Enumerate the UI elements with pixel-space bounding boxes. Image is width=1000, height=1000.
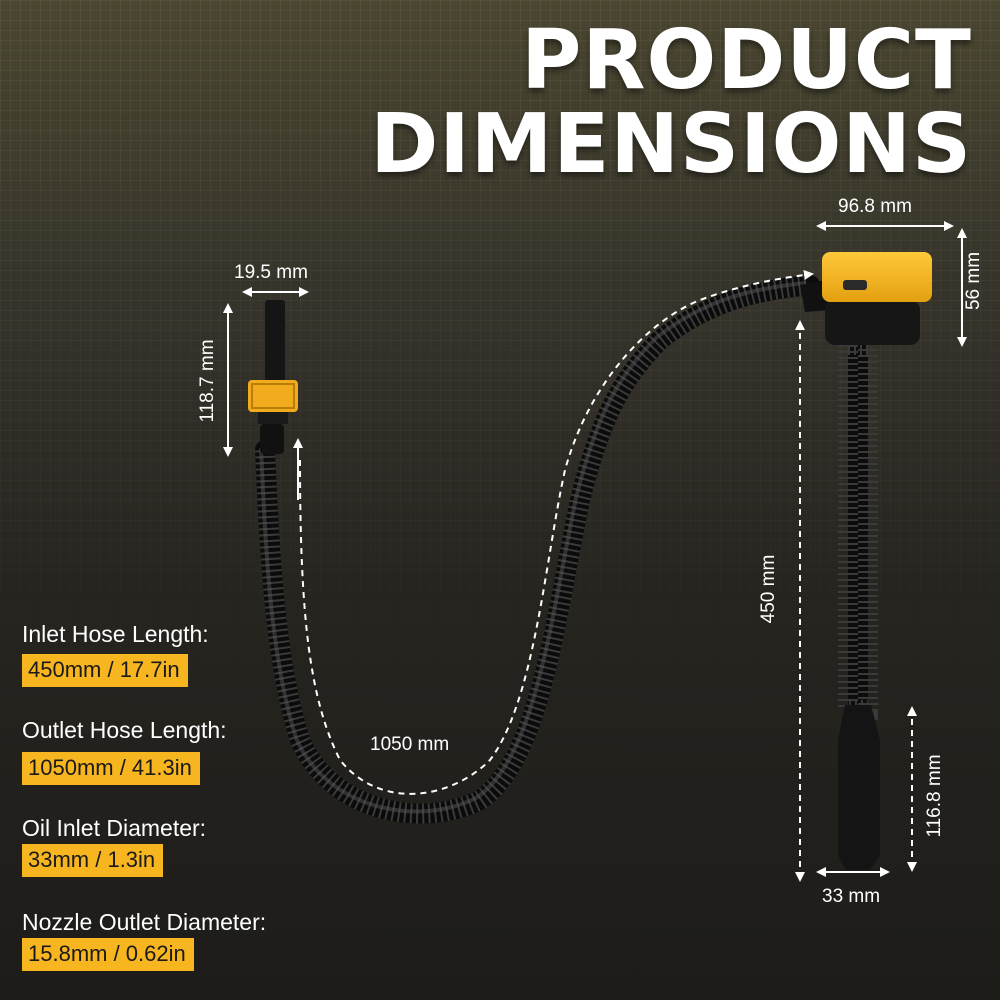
nozzle-height-label: 116.8 mm xyxy=(924,754,945,838)
spec-label-inlet-hose: Inlet Hose Length: xyxy=(22,621,209,647)
inlet-width-label: 19.5 mm xyxy=(234,262,308,283)
vertical-tube xyxy=(838,335,880,870)
pump-height-label: 56 mm xyxy=(963,251,984,311)
spec-value-oil-inlet: 33mm / 1.3in xyxy=(22,844,164,877)
title-line-2: DIMENSIONS xyxy=(370,97,972,192)
pump-width-label: 96.8 mm xyxy=(838,196,912,217)
outlet-hose xyxy=(255,275,820,824)
spec-label-nozzle-outlet: Nozzle Outlet Diameter: xyxy=(22,909,267,935)
pump-head xyxy=(800,252,932,345)
outlet-hose-label: 1050 mm xyxy=(370,734,450,755)
nozzle-width-label: 33 mm xyxy=(822,886,881,907)
title-line-1: PRODUCT xyxy=(521,13,972,108)
spec-value-outlet-hose: 1050mm / 41.3in xyxy=(22,752,200,785)
inlet-height-label: 118.7 mm xyxy=(197,339,218,423)
spec-label-oil-inlet: Oil Inlet Diameter: xyxy=(22,815,207,841)
inlet-connector xyxy=(248,300,298,454)
spec-label-outlet-hose: Outlet Hose Length: xyxy=(22,717,227,743)
tube-length-label: 450 mm xyxy=(758,554,779,624)
outlet-hose-dimension-line xyxy=(299,270,814,795)
spec-value-nozzle-outlet: 15.8mm / 0.62in xyxy=(22,938,194,971)
spec-value-inlet-hose: 450mm / 17.7in xyxy=(22,654,188,687)
